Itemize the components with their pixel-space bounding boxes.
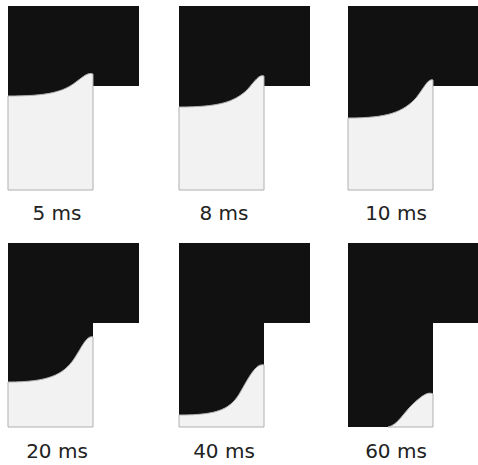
light-fluid — [388, 393, 433, 427]
snapshot-panel — [348, 243, 478, 427]
snapshot-panel — [8, 6, 139, 190]
dark-fluid — [348, 6, 478, 190]
snapshot-panel — [179, 6, 310, 190]
dark-fluid — [179, 243, 310, 427]
snapshot-panel — [348, 6, 478, 190]
time-label: 20 ms — [26, 441, 88, 461]
snapshot-panel — [179, 243, 310, 427]
time-label: 40 ms — [193, 441, 255, 461]
light-fluid — [348, 80, 433, 190]
light-fluid — [179, 365, 264, 427]
time-label: 10 ms — [365, 203, 427, 223]
time-label: 8 ms — [200, 203, 249, 223]
dark-fluid — [8, 243, 139, 427]
dark-fluid — [179, 6, 310, 190]
light-fluid — [8, 73, 93, 190]
light-fluid — [179, 76, 264, 190]
time-label: 60 ms — [365, 441, 427, 461]
snapshot-panel — [8, 243, 139, 427]
light-fluid — [8, 337, 93, 427]
time-label: 5 ms — [33, 203, 82, 223]
dark-fluid — [8, 6, 139, 190]
dark-fluid — [348, 243, 478, 427]
